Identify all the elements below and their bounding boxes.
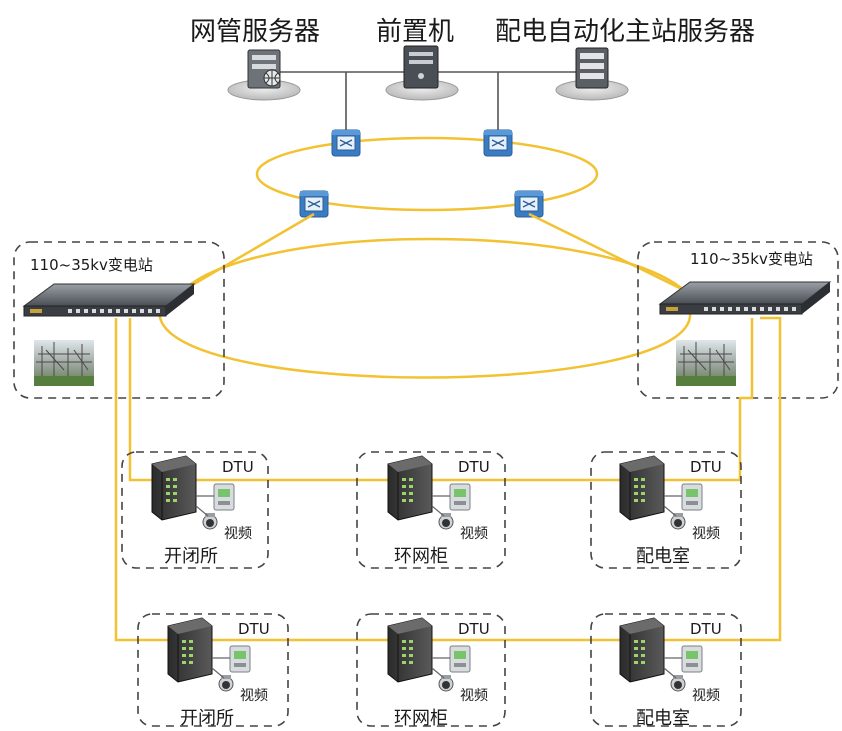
nms-server-icon	[227, 49, 301, 101]
substation-ring-top	[177, 237, 691, 297]
access-ring-row2	[114, 316, 782, 642]
left-substation-box	[13, 241, 225, 399]
site-row1-3: DTU 视频 配电室	[590, 451, 742, 569]
dtu-label: DTU	[458, 458, 490, 476]
site-row2-1: DTU 视频 开闭所	[137, 613, 289, 729]
right-substation-label: 110~35kv变电站	[690, 250, 813, 268]
frontend-machine-icon	[385, 45, 459, 101]
site-row2-3: DTU 视频 配电室	[590, 613, 742, 729]
left-substation-switch	[23, 283, 195, 317]
left-substation-label: 110~35kv变电站	[30, 256, 153, 274]
core-switch-3	[299, 190, 329, 218]
site-label: 环网柜	[394, 546, 448, 567]
fiber-core-to-right-substation	[528, 212, 701, 300]
core-switch-4	[514, 190, 544, 218]
site-row1-2: DTU 视频 环网柜	[356, 451, 506, 569]
video-label: 视频	[692, 688, 720, 704]
video-label: 视频	[224, 526, 252, 542]
video-label: 视频	[460, 526, 488, 542]
site-label: 开闭所	[180, 708, 234, 729]
site-row1-1: DTU 视频 开闭所	[121, 451, 269, 569]
site-label: 配电室	[636, 546, 690, 567]
nms-server-label: 网管服务器	[190, 17, 320, 47]
site-label: 配电室	[636, 708, 690, 729]
dtu-label: DTU	[690, 458, 722, 476]
core-switch-1	[331, 129, 361, 157]
dtu-label: DTU	[458, 620, 490, 638]
site-row2-2: DTU 视频 环网柜	[356, 613, 506, 729]
core-fiber-ring	[255, 136, 599, 212]
core-switch-2	[483, 129, 513, 157]
dtu-label: DTU	[222, 458, 254, 476]
right-substation-box	[637, 241, 839, 399]
site-label: 环网柜	[394, 708, 448, 729]
master-server-icon	[555, 47, 629, 101]
master-server-label: 配电自动化主站服务器	[495, 17, 755, 47]
right-substation-photo	[675, 339, 737, 387]
left-substation-photo	[33, 339, 95, 387]
substation-ring-bottom	[158, 307, 692, 379]
dtu-label: DTU	[238, 620, 270, 638]
site-label: 开闭所	[164, 546, 218, 567]
video-label: 视频	[240, 688, 268, 704]
frontend-label: 前置机	[376, 17, 454, 47]
right-substation-switch	[659, 281, 831, 315]
video-label: 视频	[692, 526, 720, 542]
dtu-label: DTU	[690, 620, 722, 638]
video-label: 视频	[460, 688, 488, 704]
